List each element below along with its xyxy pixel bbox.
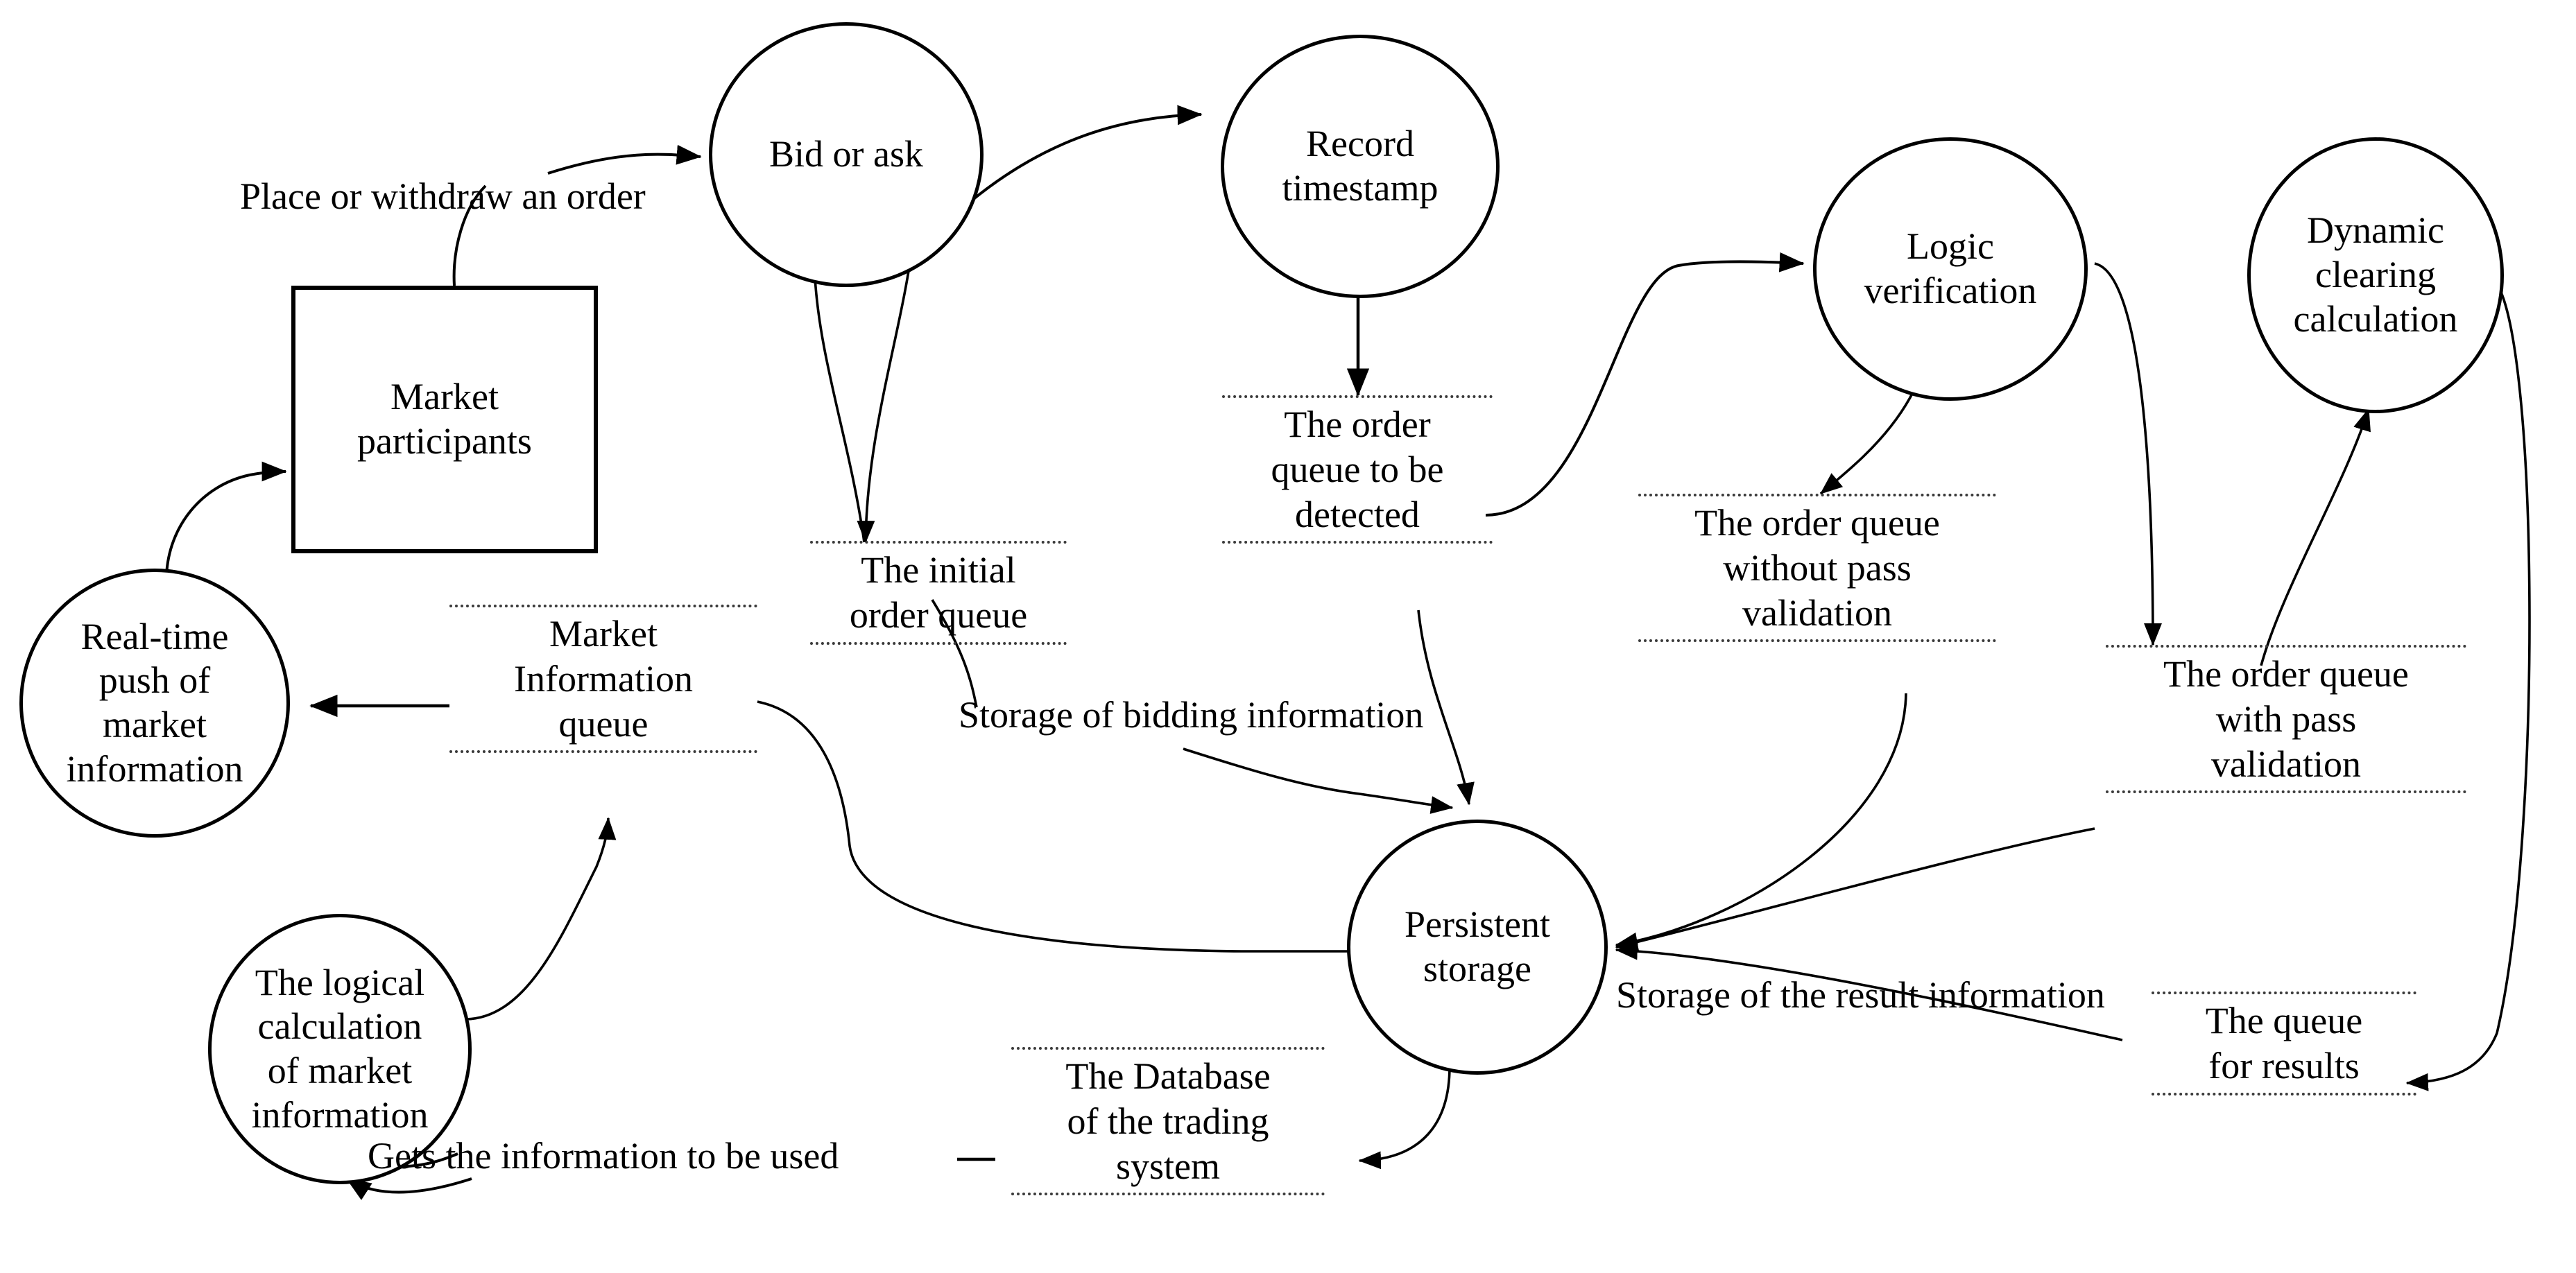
flow-logical-calc-to-market-queue [465,817,617,1021]
flow-participants-to-bid [452,184,487,286]
data-store-top-rule [2106,645,2466,648]
flow-result-info-to-persistent [1615,827,2095,951]
flow-logic-to-with-pass [2094,262,2162,646]
data-store-queue-to-be-detected-label-line3: detected [1295,493,1420,535]
process-logical-calculation-label-line3: of market [267,1050,413,1091]
flow-dynamic-to-results-queue [2405,276,2531,1091]
process-logical-calculation-of-market-information[interactable]: The logical calculation of market inform… [208,914,472,1184]
data-store-initial-order-queue[interactable]: The initial order queue [810,541,1067,645]
process-dynamic-clearing-label-line3: calculation [2293,297,2458,340]
data-store-with-pass-label-line2: with pass [2215,698,2357,740]
data-store-without-pass-label-line2: without pass [1723,546,1912,589]
data-store-queue-for-results[interactable]: The queue for results [2152,991,2416,1096]
data-store-database-label-line3: system [1115,1145,1220,1187]
process-real-time-push-of-market-information[interactable]: Real-time push of market information [19,569,290,838]
data-store-top-rule [1011,1047,1325,1050]
data-store-without-pass-label-line3: validation [1742,591,1892,634]
flow-label-storage-of-bidding-information: Storage of bidding information [959,694,1424,736]
flow-results-queue-to-persistent [1615,942,2123,1041]
data-store-bottom-rule [1011,1193,1325,1196]
process-dynamic-clearing-calculation[interactable]: Dynamic clearing calculation [2247,137,2504,413]
data-store-queue-for-results-label-line1: The queue [2205,1000,2363,1041]
data-store-market-information-queue[interactable]: Market Information queue [449,605,757,754]
process-persistent-storage[interactable]: Persistent storage [1347,820,1608,1075]
process-logical-calculation-label-line2: calculation [257,1005,422,1048]
data-store-order-queue-without-pass-validation[interactable]: The order queue without pass validation [1638,494,1996,643]
data-store-market-information-queue-label-line3: queue [558,702,649,745]
flow-detected-queue-to-logic [1485,252,1805,517]
data-store-order-queue-with-pass-validation[interactable]: The order queue with pass validation [2106,645,2466,794]
process-dynamic-clearing-label-line1: Dynamic [2307,209,2444,252]
process-logic-verification-label-line2: verification [1864,270,2037,311]
data-store-database-of-the-trading-system[interactable]: The Database of the trading system [1011,1047,1325,1196]
data-store-initial-order-queue-label-line1: The initial [861,549,1016,591]
process-real-time-push-label-line3: market [103,704,207,745]
data-store-queue-to-be-detected-label-line2: queue to be [1271,448,1444,490]
flow-label-to-bid-or-ask [547,144,702,175]
data-store-bottom-rule [449,750,757,754]
external-entity-market-participants[interactable]: Market participants [291,286,598,553]
process-logical-calculation-label-line4: information [251,1093,429,1136]
data-store-bottom-rule [1638,639,1996,643]
data-store-top-rule [2152,991,2416,994]
flow-gets-label-to-logical-calc [345,1177,472,1200]
flow-push-to-participants [165,461,287,576]
flow-without-pass-to-persistent [1615,693,1907,951]
process-real-time-push-label-line1: Real-time [80,615,229,657]
data-store-queue-for-results-label-line2: for results [2208,1044,2360,1086]
process-bid-or-ask-label: Bid or ask [769,133,923,175]
data-store-top-rule [449,605,757,607]
data-store-order-queue-to-be-detected[interactable]: The order queue to be detected [1222,395,1493,544]
data-store-bottom-rule [2152,1092,2416,1096]
process-record-timestamp-label-line1: Record [1306,123,1414,165]
process-real-time-push-label-line4: information [66,747,243,790]
data-store-database-label-line2: of the trading [1067,1100,1269,1142]
flow-bid-to-initial-queue-b [857,242,914,544]
data-store-market-information-queue-label-line1: Market [549,613,658,655]
data-store-with-pass-label-line3: validation [2211,743,2361,785]
flow-market-info-queue-to-persistent [757,700,1382,960]
data-store-with-pass-label-line1: The order queue [2163,653,2409,695]
data-store-market-information-queue-label-line2: Information [514,657,693,700]
data-store-bottom-rule [2106,790,2466,794]
data-store-queue-to-be-detected-label-line1: The order [1284,404,1431,445]
process-persistent-storage-label-line2: storage [1423,948,1531,989]
data-store-bottom-rule [1222,541,1493,544]
process-dynamic-clearing-label-line2: clearing [2315,254,2436,296]
flow-initial-queue-to-label [931,599,978,708]
flow-label-place-or-withdraw-an-order: Place or withdraw an order [240,175,646,217]
flow-bid-to-record-timestamp [970,105,1203,202]
flow-persistent-to-database [1358,1066,1451,1170]
process-record-timestamp[interactable]: Record timestamp [1221,35,1500,298]
external-entity-market-participants-label-line2: participants [357,420,532,462]
flow-label-storage-of-the-result-information: Storage of the result information [1616,974,2105,1016]
data-store-without-pass-label-line1: The order queue [1694,502,1940,544]
process-logic-verification-label-line1: Logic [1907,225,1994,268]
data-store-bottom-rule [810,641,1067,645]
flow-bid-to-initial-queue-a [814,277,866,543]
flow-label-gets-the-information-to-be-used: Gets the information to be used [368,1135,839,1177]
data-store-top-rule [1638,494,1996,496]
flow-bidding-label-to-persistent [1183,747,1454,814]
data-store-database-label-line1: The Database [1065,1055,1271,1097]
flow-with-pass-to-dynamic [2260,408,2371,666]
process-logic-verification[interactable]: Logic verification [1813,137,2088,401]
flow-detected-queue-to-persistent [1417,609,1475,806]
external-entity-market-participants-label-line1: Market [390,376,499,418]
data-store-top-rule [1222,395,1493,398]
process-logical-calculation-label-line1: The logical [255,961,425,1003]
process-bid-or-ask[interactable]: Bid or ask [709,22,984,287]
process-persistent-storage-label-line1: Persistent [1405,903,1550,946]
process-record-timestamp-label-line2: timestamp [1282,167,1439,209]
data-store-initial-order-queue-label-line2: order queue [849,594,1028,636]
process-real-time-push-label-line2: push of [98,659,211,702]
data-store-top-rule [810,541,1067,544]
